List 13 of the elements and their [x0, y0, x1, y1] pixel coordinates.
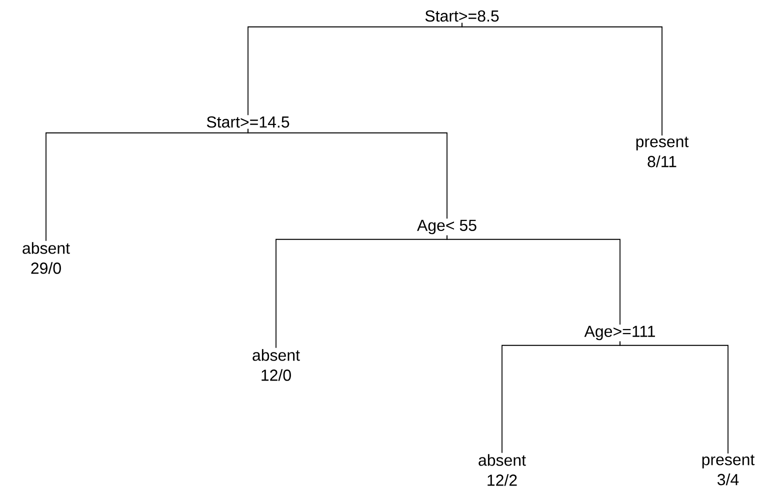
leaf-label: absent 12/0 [252, 349, 300, 381]
tree-branch [620, 340, 728, 454]
leaf-label: absent 12/2 [478, 454, 526, 486]
leaf-label: present 3/4 [702, 454, 755, 486]
leaf-label: absent 29/0 [22, 242, 70, 274]
split-label: Start>=8.5 [425, 10, 499, 22]
leaf-label: present 8/11 [636, 136, 689, 168]
split-label: Age< 55 [417, 220, 476, 234]
split-label: Age>=111 [584, 326, 655, 340]
tree-branch [462, 22, 662, 136]
split-label: Start>=14.5 [206, 116, 290, 128]
tree-branch [446, 234, 620, 326]
tree-branch [248, 128, 448, 220]
